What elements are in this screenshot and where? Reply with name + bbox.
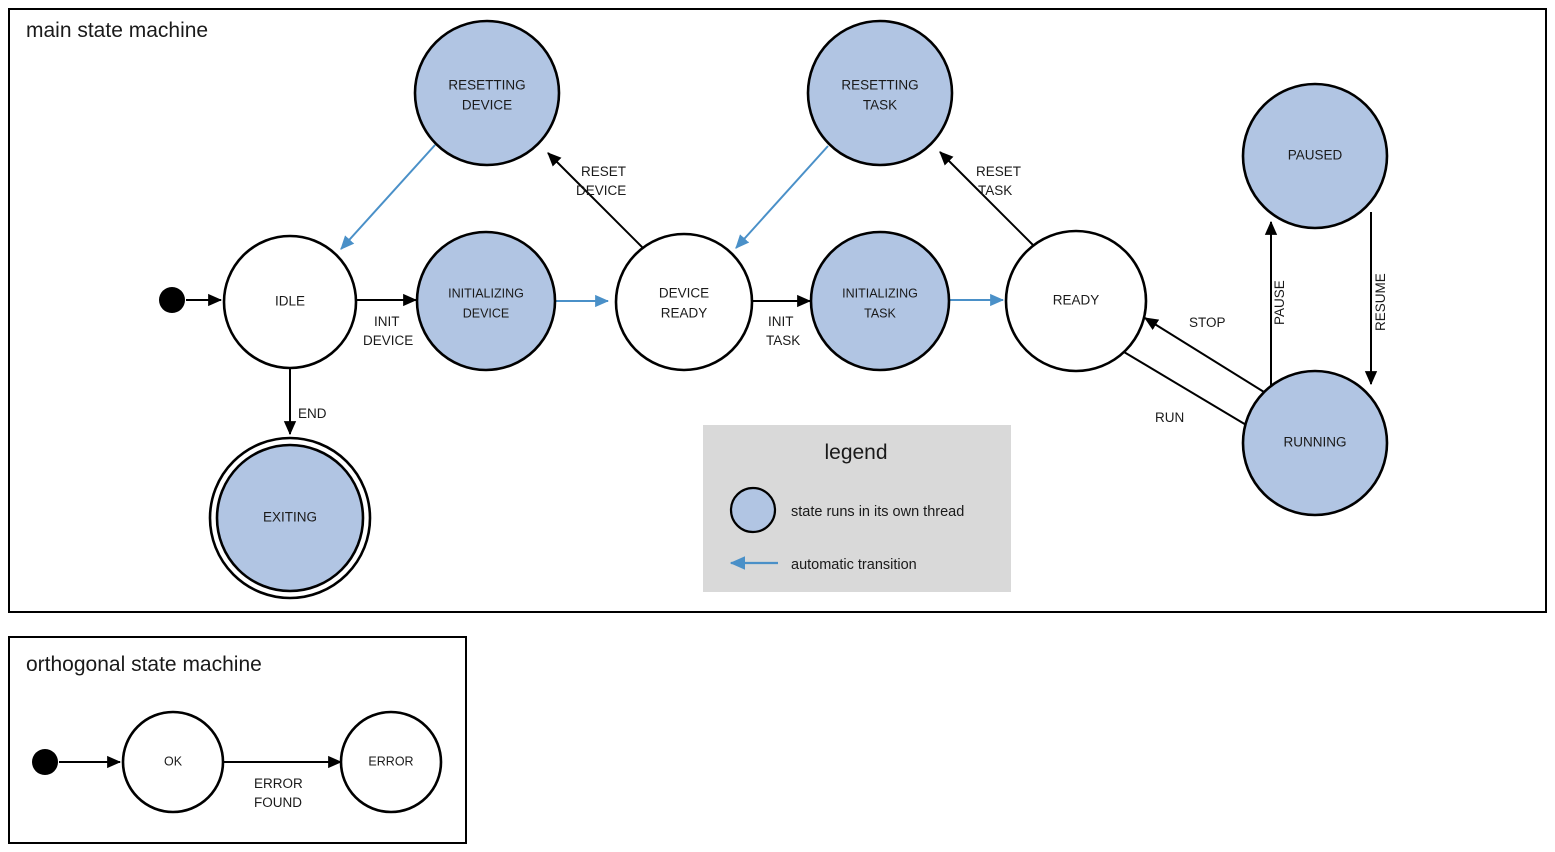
orthogonal-edge-label-line2: FOUND — [254, 795, 302, 810]
transition-idle-end: END — [283, 368, 327, 436]
state-idle-circle[interactable] — [222, 234, 358, 370]
state-running-label: RUNNING — [1284, 435, 1347, 450]
orthogonal-frame-title: orthogonal state machine — [26, 653, 262, 676]
state-running-circle[interactable] — [1241, 369, 1389, 517]
edge-ready-running — [1123, 351, 1269, 439]
legend-item-threaded-state: state runs in its own thread — [729, 486, 964, 534]
state-device-ready-label-line2: READY — [661, 306, 708, 321]
edge-label-init-task-line1: INIT — [768, 314, 794, 329]
state-ready-label: READY — [1053, 293, 1100, 308]
transition-ready-reset-task: RESET TASK — [939, 151, 1041, 253]
state-resetting-task-label-line2: TASK — [863, 98, 897, 113]
edge-label-reset-task-line2: TASK — [978, 183, 1012, 198]
orthogonal-state-ok-label: OK — [164, 754, 183, 768]
orthogonal-transition-ok-error: ERROR FOUND — [221, 755, 343, 810]
state-resetting-task[interactable]: RESETTING TASK — [806, 19, 954, 167]
state-idle[interactable]: IDLE — [222, 234, 358, 370]
transition-devready-reset-device: RESET DEVICE — [547, 152, 649, 254]
orthogonal-state-error-label: ERROR — [368, 754, 413, 768]
edge-devready-resetting-device — [547, 152, 649, 254]
state-exiting-inner-circle[interactable] — [215, 443, 365, 593]
transition-paused-resume: RESUME — [1364, 212, 1388, 386]
state-device-ready-label-line1: DEVICE — [659, 286, 709, 301]
state-resetting-device-circle[interactable] — [413, 19, 561, 167]
main-frame-title: main state machine — [26, 19, 208, 42]
state-exiting[interactable]: EXITING — [208, 436, 372, 600]
state-initializing-task-label-line2: TASK — [864, 306, 896, 320]
legend-item-automatic-transition: automatic transition — [729, 556, 917, 573]
state-resetting-device-label-line2: DEVICE — [462, 98, 512, 113]
edge-label-resume: RESUME — [1373, 273, 1388, 331]
state-paused-label: PAUSED — [1288, 148, 1343, 163]
transition-running-stop: STOP — [1144, 315, 1265, 393]
edge-ready-resetting-task — [939, 151, 1041, 253]
edge-label-pause: PAUSE — [1272, 280, 1287, 325]
state-device-ready-circle[interactable] — [614, 232, 754, 372]
transition-start-idle — [159, 287, 223, 313]
initial-pseudostate-dot — [159, 287, 185, 313]
legend: legend state runs in its own thread auto… — [703, 425, 1011, 592]
edge-label-run: RUN — [1155, 410, 1184, 425]
state-paused-circle[interactable] — [1241, 82, 1389, 230]
edge-label-idle-init-device-line1: INIT — [374, 314, 400, 329]
state-paused[interactable]: PAUSED — [1241, 82, 1389, 230]
transition-resetdev-idle — [340, 144, 436, 250]
edge-running-ready — [1144, 317, 1265, 393]
state-resetting-task-circle[interactable] — [806, 19, 954, 167]
orthogonal-initial-pseudostate-dot — [32, 749, 58, 775]
state-ready-circle[interactable] — [1004, 229, 1148, 373]
transition-devready-init-task: INIT TASK — [752, 294, 812, 348]
transition-idle-init-device: INIT DEVICE — [356, 293, 418, 348]
state-initializing-task[interactable]: INITIALIZING TASK — [809, 230, 951, 372]
orthogonal-edge-label-line1: ERROR — [254, 776, 303, 791]
legend-item-automatic-transition-label: automatic transition — [791, 557, 917, 573]
legend-item-threaded-state-label: state runs in its own thread — [791, 504, 964, 520]
state-initializing-device-label-line2: DEVICE — [463, 306, 510, 320]
state-initializing-device[interactable]: INITIALIZING DEVICE — [415, 230, 557, 372]
edge-label-reset-task-line1: RESET — [976, 164, 1021, 179]
legend-title: legend — [824, 441, 887, 464]
edge-label-idle-end: END — [298, 406, 327, 421]
state-ready[interactable]: READY — [1004, 229, 1148, 373]
state-initializing-task-label-line1: INITIALIZING — [842, 286, 918, 300]
orthogonal-transition-start-ok — [32, 749, 122, 775]
edge-resetting-device-idle — [340, 144, 436, 250]
edge-label-reset-device-line1: RESET — [581, 164, 626, 179]
state-resetting-task-label-line1: RESETTING — [841, 78, 918, 93]
orthogonal-state-error-circle[interactable] — [339, 710, 443, 814]
orthogonal-state-error[interactable]: ERROR — [339, 710, 443, 814]
orthogonal-state-machine-frame: orthogonal state machine ERROR FOUND OK … — [8, 636, 467, 844]
transition-running-pause: PAUSE — [1264, 220, 1287, 400]
state-initializing-task-circle[interactable] — [809, 230, 951, 372]
state-resetting-device-label-line1: RESETTING — [448, 78, 525, 93]
state-exiting-label: EXITING — [263, 510, 317, 525]
state-resetting-device[interactable]: RESETTING DEVICE — [413, 19, 561, 167]
edge-resetting-task-devready — [735, 145, 829, 249]
state-running[interactable]: RUNNING — [1241, 369, 1389, 517]
state-initializing-device-circle[interactable] — [415, 230, 557, 372]
state-initializing-device-label-line1: INITIALIZING — [448, 286, 524, 300]
state-idle-label: IDLE — [275, 294, 305, 309]
transition-ready-run: RUN — [1123, 351, 1269, 439]
state-device-ready[interactable]: DEVICE READY — [614, 232, 754, 372]
edge-label-stop: STOP — [1189, 315, 1226, 330]
edge-label-init-task-line2: TASK — [766, 333, 800, 348]
transition-resettask-devready — [735, 145, 829, 249]
edge-label-reset-device-line2: DEVICE — [576, 183, 626, 198]
threaded-state-swatch-icon — [729, 486, 777, 534]
orthogonal-state-ok-circle[interactable] — [121, 710, 225, 814]
orthogonal-state-ok[interactable]: OK — [121, 710, 225, 814]
edge-label-idle-init-device-line2: DEVICE — [363, 333, 413, 348]
